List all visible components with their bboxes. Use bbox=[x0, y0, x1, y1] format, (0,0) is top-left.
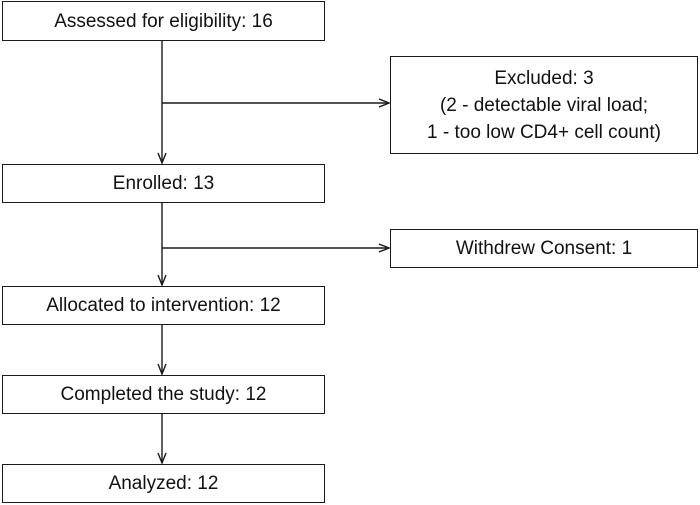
assessed-label: Assessed for eligibility: 16 bbox=[54, 10, 273, 32]
enrolled-box: Enrolled: 13 bbox=[2, 164, 325, 203]
excluded-label: Excluded: 3 bbox=[494, 67, 594, 89]
analyzed-label: Analyzed: 12 bbox=[108, 473, 219, 494]
analyzed-box: Analyzed: 12 bbox=[2, 464, 325, 503]
withdrew-label: Withdrew Consent: 1 bbox=[455, 238, 633, 259]
completed-box: Completed the study: 12 bbox=[2, 375, 325, 414]
withdrew-box: Withdrew Consent: 1 bbox=[390, 229, 698, 268]
excluded-box: Excluded: 3 (2 - detectable viral load; … bbox=[390, 56, 698, 154]
completed-label: Completed the study: 12 bbox=[60, 384, 267, 405]
allocated-label: Allocated to intervention: 12 bbox=[46, 295, 281, 316]
excluded-reason-2: 1 - too low CD4+ cell count) bbox=[427, 121, 661, 143]
allocated-box: Allocated to intervention: 12 bbox=[2, 286, 325, 325]
assessed-box: Assessed for eligibility: 16 bbox=[2, 1, 325, 41]
enrolled-label: Enrolled: 13 bbox=[112, 173, 215, 194]
excluded-reason-1: (2 - detectable viral load; bbox=[439, 94, 649, 116]
